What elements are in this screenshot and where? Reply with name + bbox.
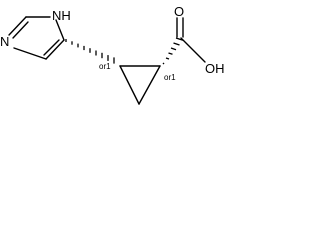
n-label: N (0, 34, 9, 49)
bond-c5-c4-double (43, 39, 60, 56)
hashed-wedge-right (162, 37, 184, 65)
bond-c5-c4 (45, 39, 65, 60)
stereo-label-left: or1 (99, 62, 111, 71)
o-label: O (174, 4, 184, 19)
imidazole-ring (8, 16, 65, 60)
bond-n1-c5 (55, 19, 65, 41)
bond-n3-c2-double (12, 21, 29, 39)
nh-label: NH (52, 8, 71, 23)
bond-c-oh (180, 37, 206, 63)
bond-cb-cc (138, 65, 161, 105)
carboxyl-group (176, 17, 206, 63)
bond-ca-cc (119, 65, 140, 105)
stereo-label-right: or1 (164, 73, 176, 82)
hashed-wedge-left (65, 39, 115, 64)
chemical-structure: NH N OH O or1 or1 (0, 4, 225, 105)
cyclopropane-ring (119, 65, 161, 105)
bond-n3-c2 (8, 16, 27, 36)
bond-c4-n3 (13, 47, 47, 60)
oh-label: OH (205, 61, 225, 76)
